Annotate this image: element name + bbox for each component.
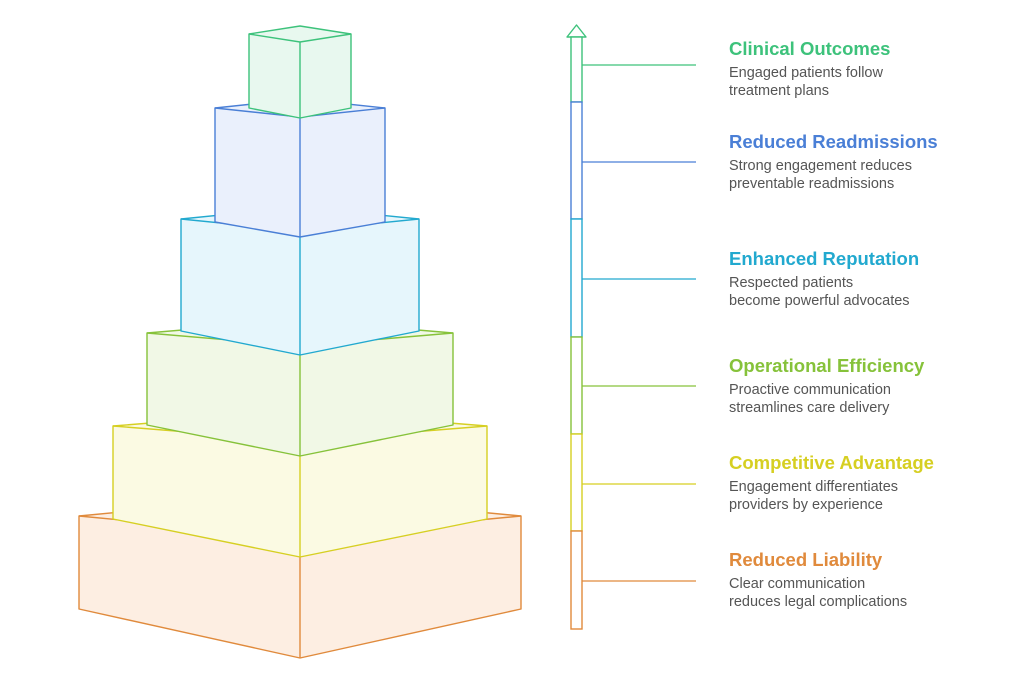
scale-arrow-icon	[566, 24, 587, 38]
label-reduced-liability: Reduced Liability Clear communication re…	[729, 549, 1014, 611]
level-title: Competitive Advantage	[729, 452, 934, 473]
scale-segment-clinical-outcomes	[570, 36, 583, 103]
scale-segment-competitive-advantage	[570, 433, 583, 532]
level-description: Strong engagement reduces preventable re…	[729, 158, 912, 192]
level-description: Engagement differentiates providers by e…	[729, 479, 899, 513]
level-title: Clinical Outcomes	[729, 38, 891, 59]
level-description: Respected patients become powerful advoc…	[729, 275, 910, 309]
label-enhanced-reputation: Enhanced Reputation Respected patients b…	[729, 248, 1014, 310]
level-title: Reduced Liability	[729, 549, 883, 570]
label-operational-efficiency: Operational Efficiency Proactive communi…	[729, 355, 1014, 417]
scale-segment-operational-efficiency	[570, 336, 583, 435]
label-reduced-readmissions: Reduced Readmissions Strong engagement r…	[729, 131, 1014, 193]
scale-segment-reduced-liability	[570, 530, 583, 630]
level-title: Reduced Readmissions	[729, 131, 938, 152]
level-description: Clear communication reduces legal compli…	[729, 576, 908, 610]
label-competitive-advantage: Competitive Advantage Engagement differe…	[729, 452, 1014, 514]
level-description: Engaged patients follow treatment plans	[729, 65, 883, 99]
scale-segment-enhanced-reputation	[570, 218, 583, 338]
level-title: Enhanced Reputation	[729, 248, 920, 269]
level-title: Operational Efficiency	[729, 355, 925, 376]
level-description: Proactive communication streamlines care…	[729, 382, 891, 416]
scale-segment-reduced-readmissions	[570, 101, 583, 220]
label-clinical-outcomes: Clinical Outcomes Engaged patients follo…	[729, 38, 1014, 100]
